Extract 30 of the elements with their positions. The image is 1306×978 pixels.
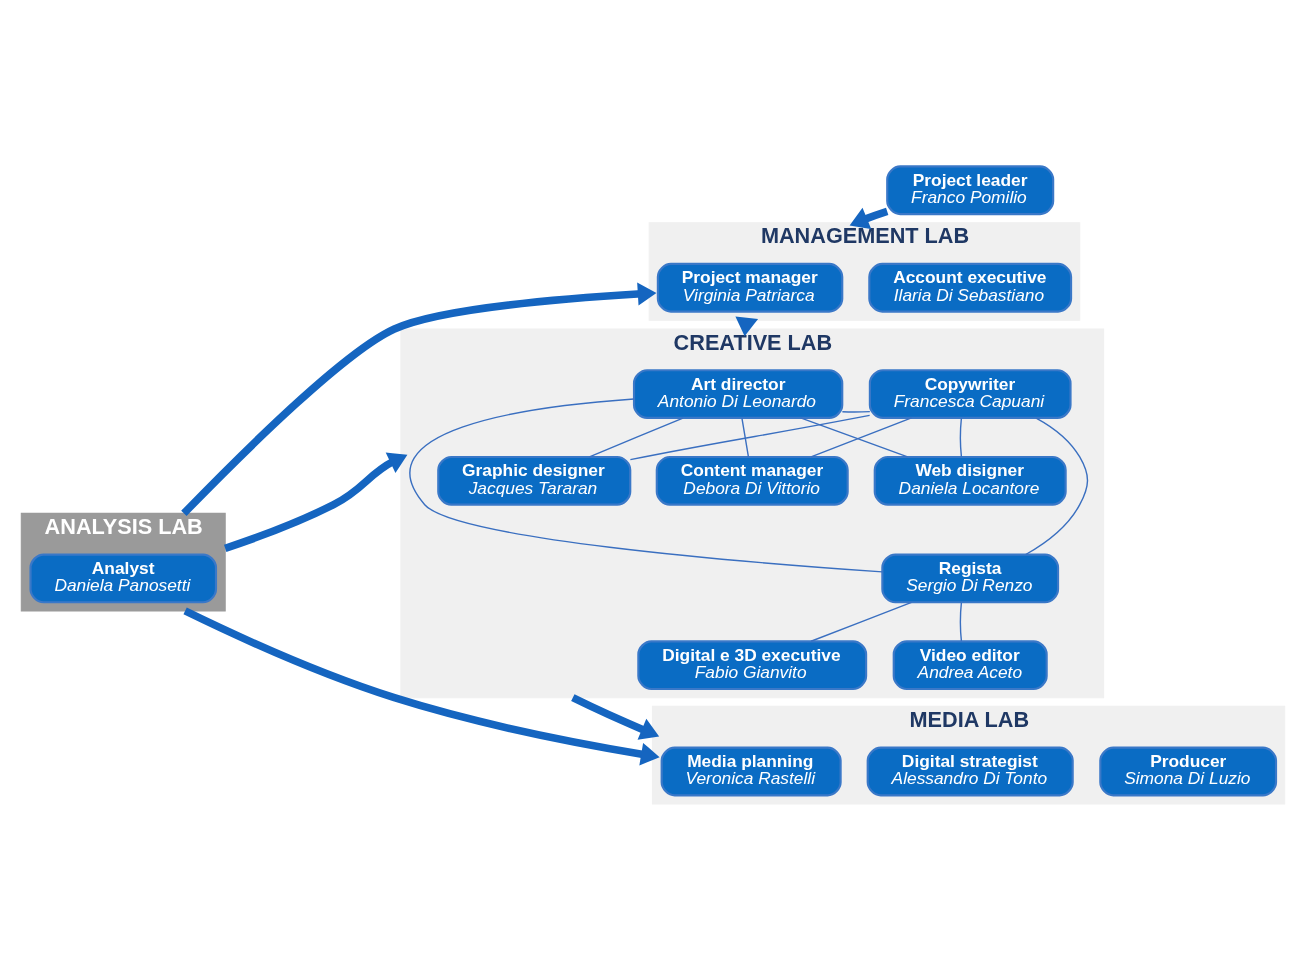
node-box: Project manager Virginia Patriarca: [656, 262, 844, 313]
connector: [409, 397, 884, 573]
node-box: Web disigner Daniela Locantore: [873, 455, 1067, 506]
connector: [1025, 416, 1089, 555]
node-box: Content manager Debora Di Vittorio: [655, 455, 849, 506]
arrow: [183, 607, 660, 765]
arrow: [224, 451, 408, 552]
node-box: Project leader Franco Pomilio: [886, 164, 1055, 215]
node-box: Video editor Andrea Aceto: [892, 639, 1048, 690]
node-box: Copywriter Francesca Capuani: [868, 368, 1072, 419]
connector: [959, 417, 963, 458]
connector: [810, 601, 913, 642]
connector: [588, 416, 684, 458]
arrow: [571, 693, 660, 740]
arrow: [181, 282, 657, 516]
arrow: [849, 207, 889, 229]
node-box: Digital e 3D executive Fabio Gianvito: [637, 639, 868, 690]
connector: [629, 414, 871, 460]
connector: [959, 601, 963, 642]
connector: [741, 417, 750, 458]
node-box: Analyst Daniela Panosetti: [29, 553, 218, 603]
node-box: Art director Antonio Di Leonardo: [632, 368, 844, 419]
node-box: Regista Sergio Di Renzo: [881, 553, 1060, 603]
arrow: [735, 315, 759, 336]
node-box: Producer Simona Di Luzio: [1099, 746, 1278, 796]
node-box: Account executive Ilaria Di Sebastiano: [868, 262, 1073, 313]
connector: [841, 410, 871, 413]
node-box: Digital strategist Alessandro Di Tonto: [866, 746, 1074, 796]
node-box: Media planning Veronica Rastelli: [660, 746, 842, 796]
node-box: Graphic designer Jacques Tararan: [437, 455, 632, 506]
